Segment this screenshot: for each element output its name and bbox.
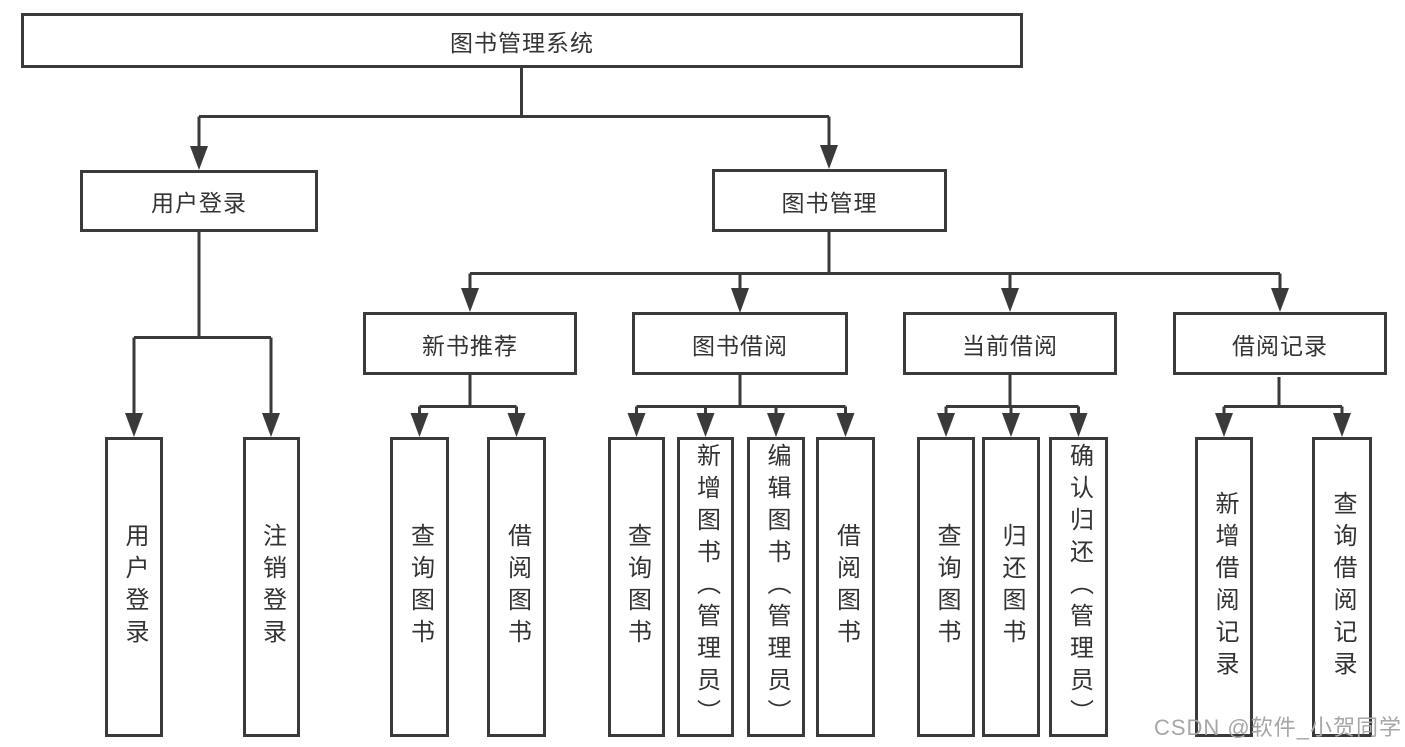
leaf-records-query-record-label: 查询借阅记录 bbox=[1329, 491, 1356, 683]
leaf-borrow-add-book-admin-label: 新增图书（管理员） bbox=[692, 443, 720, 731]
leaf-borrow-query-book: 查询图书 bbox=[608, 437, 665, 737]
leaf-borrow-query-book-label: 查询图书 bbox=[623, 523, 651, 651]
node-book-borrow: 图书借阅 bbox=[632, 312, 848, 375]
leaf-records-add-record: 新增借阅记录 bbox=[1195, 437, 1253, 737]
leaf-logout-label: 注销登录 bbox=[258, 523, 286, 651]
leaf-user-login: 用户登录 bbox=[105, 437, 163, 737]
node-user-login: 用户登录 bbox=[80, 170, 318, 232]
node-book-management: 图书管理 bbox=[712, 169, 947, 232]
leaf-records-add-record-label: 新增借阅记录 bbox=[1211, 491, 1238, 683]
leaf-newbook-borrow-book-label: 借阅图书 bbox=[503, 523, 531, 651]
node-new-book-recommend: 新书推荐 bbox=[363, 312, 577, 375]
leaf-borrow-borrow-book-label: 借阅图书 bbox=[832, 523, 860, 651]
leaf-newbook-borrow-book: 借阅图书 bbox=[487, 437, 546, 737]
leaf-current-confirm-return-admin: 确认归还（管理员） bbox=[1049, 437, 1108, 737]
node-borrow-records: 借阅记录 bbox=[1173, 312, 1387, 375]
leaf-borrow-borrow-book: 借阅图书 bbox=[816, 437, 875, 737]
leaf-newbook-query-book-label: 查询图书 bbox=[406, 523, 434, 651]
leaf-current-query-book-label: 查询图书 bbox=[933, 523, 960, 651]
leaf-borrow-edit-book-admin: 编辑图书（管理员） bbox=[747, 437, 805, 737]
leaf-current-query-book: 查询图书 bbox=[917, 437, 975, 737]
leaf-borrow-add-book-admin: 新增图书（管理员） bbox=[677, 437, 734, 737]
leaf-user-login-label: 用户登录 bbox=[121, 523, 148, 651]
node-current-borrow: 当前借阅 bbox=[903, 312, 1117, 375]
leaf-borrow-edit-book-admin-label: 编辑图书（管理员） bbox=[763, 443, 790, 731]
leaf-current-confirm-return-admin-label: 确认归还（管理员） bbox=[1065, 443, 1093, 731]
csdn-watermark: CSDN @软件_小贺同学 bbox=[1153, 715, 1402, 740]
leaf-records-query-record: 查询借阅记录 bbox=[1312, 437, 1372, 737]
node-library-management-system: 图书管理系统 bbox=[21, 13, 1023, 68]
leaf-current-return-book: 归还图书 bbox=[982, 437, 1040, 737]
leaf-current-return-book-label: 归还图书 bbox=[998, 523, 1025, 651]
leaf-newbook-query-book: 查询图书 bbox=[390, 437, 449, 737]
leaf-logout: 注销登录 bbox=[243, 437, 300, 737]
